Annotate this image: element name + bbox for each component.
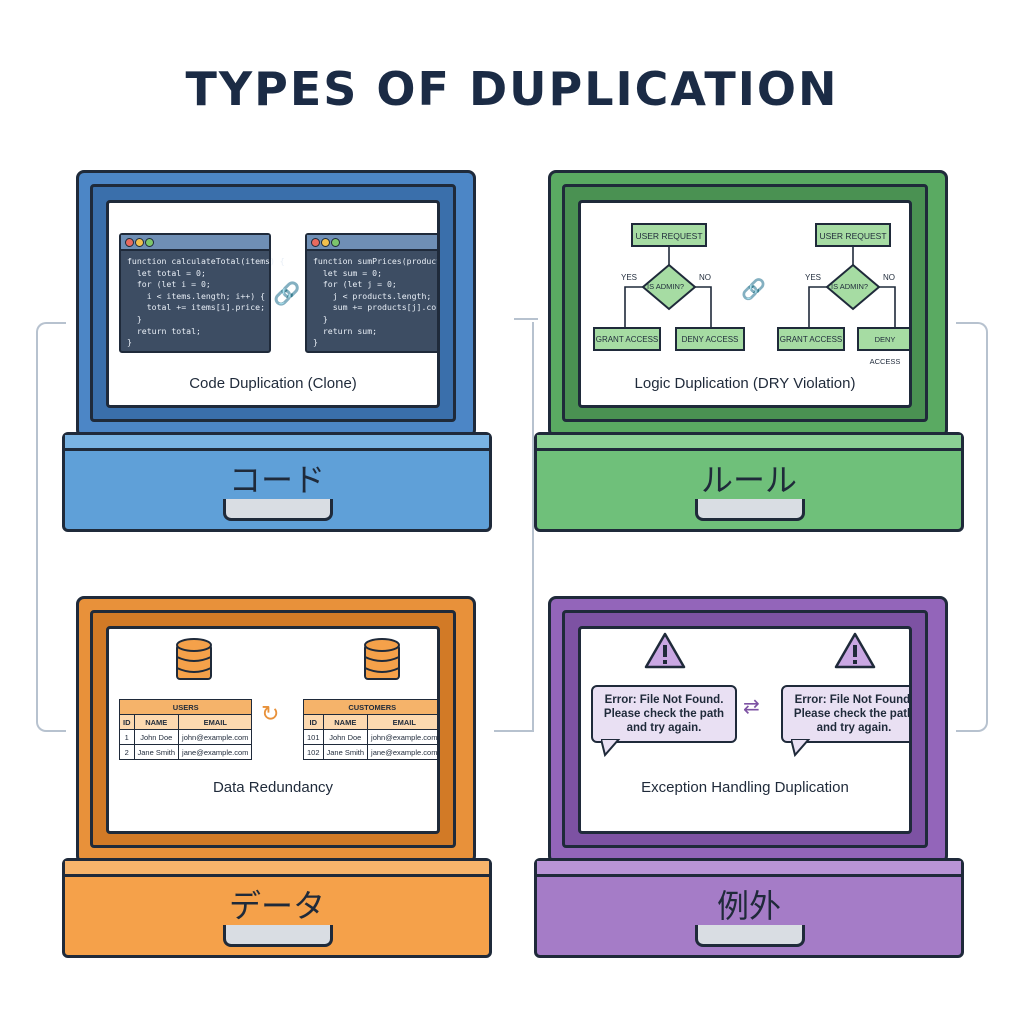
table-row: 2 Jane Smith jane@example.com — [119, 744, 253, 760]
code-line: let sum = 0; — [322, 267, 383, 278]
logic-caption: Logic Duplication (DRY Violation) — [634, 375, 856, 392]
table-row: 1 John Doe john@example.com — [119, 729, 253, 745]
customers-col-name: NAME — [322, 714, 369, 730]
code-drawer[interactable]: コード — [62, 432, 492, 532]
flow-deny-right: DENY ACCESS — [857, 327, 909, 366]
flow-grant-left: GRANT ACCESS — [593, 327, 661, 351]
table-cell: John Doe — [133, 729, 180, 745]
users-table: USERS ID NAME EMAIL 1 John Doe john@exam… — [118, 699, 253, 760]
table-cell: jane@example.com — [367, 744, 437, 760]
exception-drawer[interactable]: 例外 — [534, 858, 964, 958]
flow-yes-left: YES — [621, 273, 638, 282]
code-line: total += items[i].price; — [146, 302, 266, 313]
data-caption: Data Redundancy — [212, 779, 334, 796]
code-line: } — [127, 337, 132, 348]
table-cell: john@example.com — [178, 729, 253, 745]
code-line: function sumPrices(products) { — [313, 256, 437, 266]
code-line: for (let i = 0; — [136, 279, 211, 290]
code-line: } — [313, 337, 318, 348]
connector-middle — [494, 322, 534, 732]
data-drawer[interactable]: データ — [62, 858, 492, 958]
code-snippet-right: function sumPrices(products) { let sum =… — [307, 251, 437, 354]
bubble-tail — [601, 739, 621, 757]
sync-icon: ↻ — [261, 701, 280, 726]
table-cell: 1 — [119, 729, 135, 745]
flow-grant-right: GRANT ACCESS — [777, 327, 845, 351]
link-icon: 🔗 — [273, 281, 301, 306]
code-line: } — [322, 313, 328, 324]
users-col-name: NAME — [133, 714, 180, 730]
flow-lines — [624, 247, 896, 327]
customers-col-email: EMAIL — [367, 714, 437, 730]
drawer-handle[interactable] — [223, 499, 333, 521]
code-line: } — [136, 313, 142, 324]
code-line: i < items.length; i++) { — [146, 290, 266, 301]
logic-screen: USER REQUEST IS ADMIN? YES NO GRANT ACCE… — [578, 200, 912, 408]
drawer-handle[interactable] — [695, 925, 805, 947]
table-cell: Jane Smith — [322, 744, 369, 760]
flow-request-left: USER REQUEST — [631, 223, 707, 247]
users-table-title: USERS — [118, 699, 253, 715]
table-row: 102 Jane Smith jane@example.com — [303, 744, 437, 760]
table-cell: 2 — [119, 744, 135, 760]
table-row: 101 John Doe john@example.com — [303, 729, 437, 745]
exception-caption: Exception Handling Duplication — [641, 779, 849, 796]
customers-table: CUSTOMERS ID NAME EMAIL 101 John Doe joh… — [302, 699, 437, 760]
connector-right — [956, 322, 988, 732]
code-line: function calculateTotal(items) { — [127, 256, 285, 266]
exception-drawer-label: 例外 — [716, 887, 781, 925]
code-line: for (let j = 0; — [322, 279, 397, 290]
bubble-tail — [791, 739, 811, 757]
users-col-id: ID — [119, 714, 135, 730]
table-cell: 102 — [303, 744, 324, 760]
connector-middle-top — [514, 318, 538, 320]
table-cell: john@example.com — [367, 729, 437, 745]
drawer-handle[interactable] — [223, 925, 333, 947]
users-col-email: EMAIL — [178, 714, 253, 730]
code-window-right: function sumPrices(products) { let sum =… — [305, 233, 437, 354]
database-icon — [176, 638, 212, 680]
customers-col-id: ID — [303, 714, 324, 730]
code-line: j < products.length; j++) { — [332, 290, 437, 301]
code-caption: Code Duplication (Clone) — [189, 375, 357, 392]
swap-icon: ⇄ — [743, 696, 760, 718]
warning-icon — [834, 632, 876, 669]
code-line: return total; — [136, 325, 201, 336]
code-window-left: function calculateTotal(items) { let tot… — [119, 233, 285, 354]
error-bubble-left: Error: File Not Found. Please check the … — [591, 685, 737, 743]
link-icon: 🔗 — [741, 279, 766, 301]
flow-no-left: NO — [699, 273, 711, 282]
flow-deny-left: DENY ACCESS — [675, 327, 745, 351]
connector-left — [36, 322, 66, 732]
page-title: TYPES OF DUPLICATION — [185, 62, 839, 116]
table-cell: 101 — [303, 729, 324, 745]
logic-drawer-label: ルール — [700, 461, 797, 499]
code-line: sum += products[j].cost; — [332, 302, 437, 313]
flow-yes-right: YES — [805, 273, 822, 282]
flow-decision-right: IS ADMIN? — [831, 282, 869, 291]
flow-no-right: NO — [883, 273, 895, 282]
table-cell: John Doe — [322, 729, 369, 745]
flow-decision-left: IS ADMIN? — [647, 282, 685, 291]
error-bubble-right: Error: File Not Found. Please check the … — [781, 685, 909, 743]
code-snippet-left: function calculateTotal(items) { let tot… — [121, 251, 285, 354]
logic-drawer[interactable]: ルール — [534, 432, 964, 532]
database-icon — [364, 638, 400, 680]
data-screen: USERS ID NAME EMAIL 1 John Doe john@exam… — [106, 626, 440, 834]
code-drawer-label: コード — [228, 461, 325, 499]
table-cell: Jane Smith — [133, 744, 180, 760]
warning-icon — [644, 632, 686, 669]
data-drawer-label: データ — [228, 887, 325, 925]
code-line: let total = 0; — [136, 267, 206, 278]
flow-request-right: USER REQUEST — [815, 223, 891, 247]
drawer-handle[interactable] — [695, 499, 805, 521]
exception-screen: Error: File Not Found. Please check the … — [578, 626, 912, 834]
customers-table-title: CUSTOMERS — [302, 699, 437, 715]
table-cell: jane@example.com — [178, 744, 253, 760]
code-screen: function calculateTotal(items) { let tot… — [106, 200, 440, 408]
code-line: return sum; — [322, 325, 378, 336]
